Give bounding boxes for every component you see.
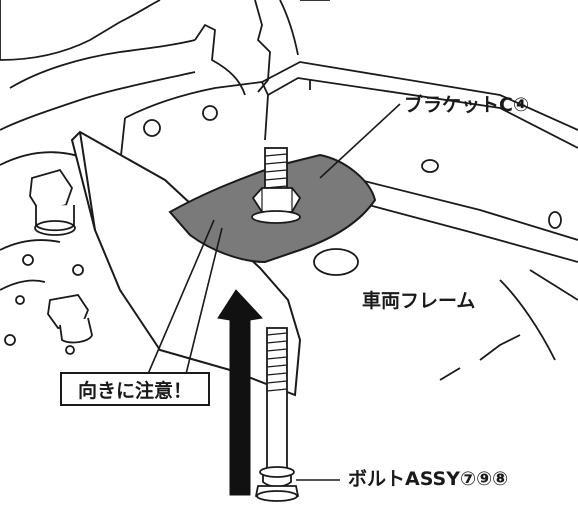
bracket-c-label: ブラケットC④ bbox=[404, 94, 530, 116]
vehicle-frame-label: 車両フレーム bbox=[362, 290, 476, 312]
leader-warning-2 bbox=[185, 227, 223, 375]
orientation-warning-box: 向きに注意！ bbox=[60, 372, 210, 406]
leader-lines bbox=[147, 103, 401, 481]
machine-outline-top bbox=[0, 0, 330, 131]
insert-direction-arrow bbox=[217, 289, 263, 496]
leader-warning-1 bbox=[147, 219, 215, 375]
orientation-warning-text: 向きに注意！ bbox=[77, 379, 192, 402]
frame-plate bbox=[119, 61, 578, 229]
bracket-bolt bbox=[251, 147, 302, 224]
leader-bracket bbox=[319, 103, 401, 179]
bolt-assy bbox=[254, 327, 299, 502]
bolt-assy-label: ボルトASSY⑦⑨⑧ bbox=[348, 468, 509, 490]
frame-rails bbox=[349, 179, 578, 381]
